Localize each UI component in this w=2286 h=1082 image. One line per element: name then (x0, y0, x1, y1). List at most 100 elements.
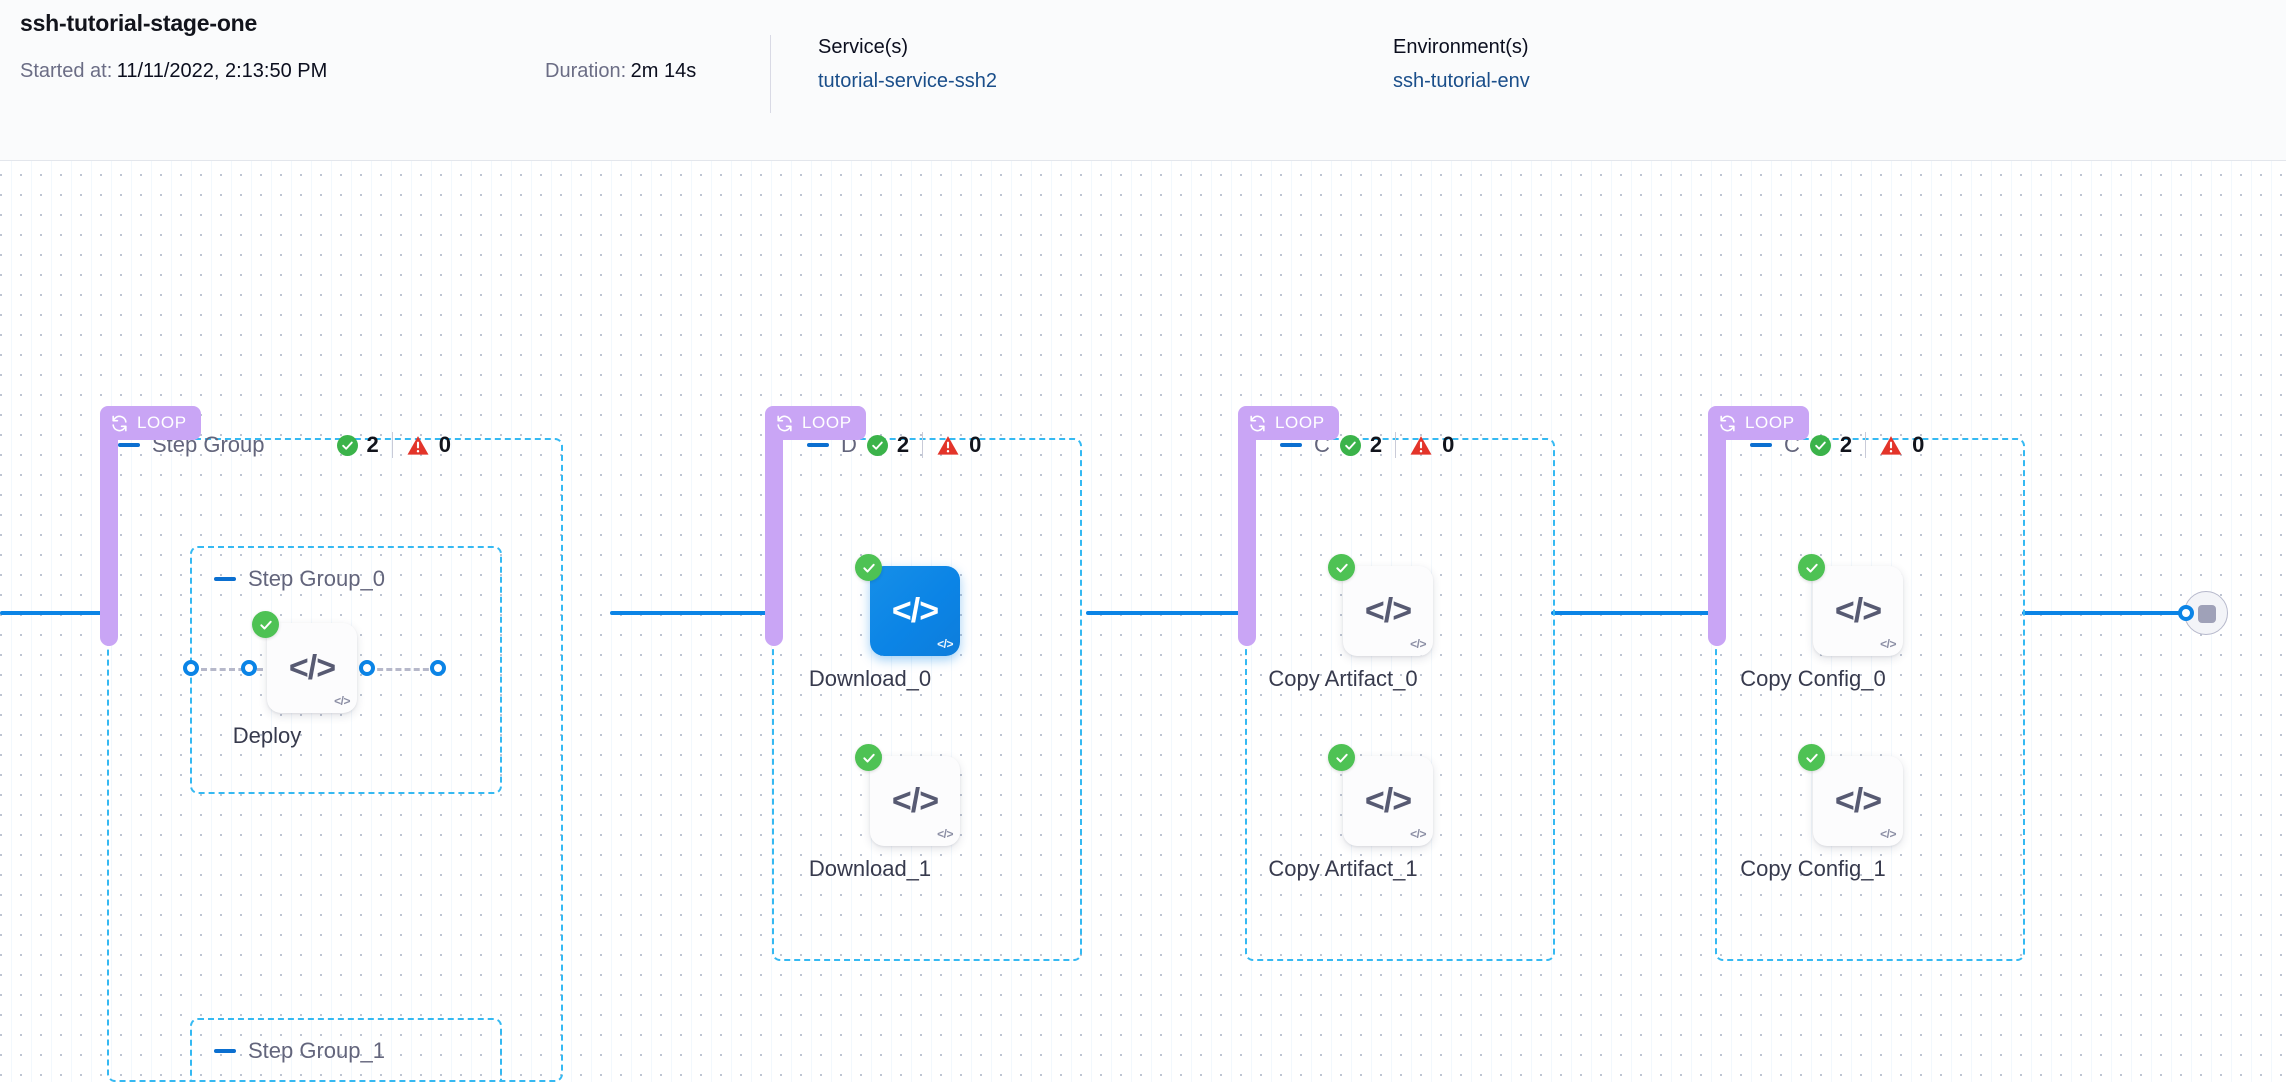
code-shell-icon: </> (891, 592, 939, 630)
collapse-toggle-icon[interactable] (214, 577, 236, 581)
group-status-counts: 2 0 (336, 432, 452, 458)
connector-rail-entry (0, 611, 108, 615)
environments-block: Environment(s) ssh-tutorial-env (1393, 36, 1530, 93)
loop-group-download[interactable]: LOOP D 2 0 </> (765, 406, 1095, 1006)
status-badge (1328, 744, 1355, 771)
connector-rail-2 (1086, 611, 1250, 615)
stage-header: ssh-tutorial-stage-one Started at: 11/11… (0, 0, 2286, 161)
collapse-toggle-icon[interactable] (214, 1049, 236, 1053)
status-badge (252, 611, 279, 638)
step-node-label: Copy Artifact_0 (1268, 666, 1418, 691)
loop-badge: LOOP (1238, 406, 1339, 440)
step-node-label: Deploy (232, 723, 302, 748)
warning-count: 0 (969, 432, 982, 457)
code-shell-icon: </> (1364, 592, 1412, 630)
success-count: 2 (1369, 432, 1383, 457)
started-at-value: 11/11/2022, 2:13:50 PM (116, 60, 328, 82)
sub-step-group-0-header[interactable]: Step Group_0 (214, 566, 385, 592)
stop-square-icon (2198, 605, 2216, 623)
step-node-card[interactable]: </> </> (870, 756, 960, 846)
started-at-label: Started at: (20, 60, 113, 82)
pipeline-canvas[interactable]: LOOP Step Group 2 0 (0, 161, 2286, 1082)
success-check-icon (866, 434, 888, 456)
warning-triangle-icon (407, 435, 429, 455)
step-node-label: Download_1 (808, 856, 932, 881)
service-link[interactable]: tutorial-service-ssh2 (818, 70, 997, 92)
step-node-card[interactable]: </> </> (267, 623, 357, 713)
code-type-badge-icon: </> (1880, 827, 1896, 841)
step-node-card[interactable]: </> </> (1813, 566, 1903, 656)
header-divider (770, 35, 771, 113)
group-header[interactable]: C 2 0 (1750, 432, 1924, 458)
code-type-badge-icon: </> (937, 637, 953, 651)
loop-side-bar (1238, 434, 1256, 646)
code-shell-icon: </> (891, 782, 939, 820)
code-type-badge-icon: </> (1410, 637, 1426, 651)
warning-count: 0 (438, 432, 452, 457)
code-type-badge-icon: </> (1410, 827, 1426, 841)
group-header[interactable]: D 2 0 (807, 432, 981, 458)
connector-rail-3 (1551, 611, 1713, 615)
step-node-label: Download_0 (808, 666, 932, 691)
connector-rail-1 (610, 611, 770, 615)
collapse-toggle-icon[interactable] (807, 443, 829, 447)
sub-step-group-1[interactable]: Step Group_1 </> </> (190, 1018, 502, 1082)
loop-badge-label: LOOP (802, 413, 852, 432)
code-shell-icon: </> (1834, 782, 1882, 820)
loop-group-step-group[interactable]: LOOP Step Group 2 0 (100, 406, 630, 1082)
code-type-badge-icon: </> (334, 694, 350, 708)
success-count: 2 (1839, 432, 1853, 457)
status-badge (855, 744, 882, 771)
sub-step-group-1-header[interactable]: Step Group_1 (214, 1038, 385, 1064)
sub-step-group-0-title: Step Group_0 (248, 566, 385, 591)
started-at: Started at: 11/11/2022, 2:13:50 PM (20, 60, 327, 83)
page-title: ssh-tutorial-stage-one (20, 10, 258, 36)
loop-badge-label: LOOP (1745, 413, 1795, 432)
sub-port-inner-left (241, 660, 257, 676)
code-shell-icon: </> (1834, 592, 1882, 630)
code-type-badge-icon: </> (1880, 637, 1896, 651)
step-node-label: Copy Config_0 (1740, 666, 1886, 691)
services-block: Service(s) tutorial-service-ssh2 (818, 36, 997, 93)
warning-triangle-icon (1880, 435, 1902, 455)
collapse-toggle-icon[interactable] (1280, 443, 1302, 447)
group-dashed-box (107, 438, 563, 1082)
count-divider (1395, 432, 1397, 458)
sub-step-group-0[interactable]: Step Group_0 </> </> Deploy (183, 546, 502, 794)
loop-arrows-icon (1250, 415, 1265, 431)
pipeline-end-node[interactable] (2184, 591, 2228, 635)
step-node-card[interactable]: </> </> (870, 566, 960, 656)
code-shell-icon: </> (288, 649, 336, 687)
dashed-link-right (368, 668, 438, 671)
loop-badge-label: LOOP (1275, 413, 1325, 432)
step-node-card[interactable]: </> </> (1343, 756, 1433, 846)
sub-port-outer-left (183, 660, 199, 676)
loop-group-copy-config[interactable]: LOOP C 2 0 </> (1708, 406, 2038, 1006)
success-check-icon (336, 434, 358, 456)
step-node-card[interactable]: </> </> (1343, 566, 1433, 656)
services-heading: Service(s) (818, 36, 909, 58)
loop-group-copy-artifact[interactable]: LOOP C 2 0 </> (1238, 406, 1568, 1006)
step-node-card[interactable]: </> </> (1813, 756, 1903, 846)
step-node-label: Copy Artifact_1 (1268, 856, 1418, 881)
duration: Duration: 2m 14s (545, 60, 696, 83)
warning-count: 0 (1442, 432, 1455, 457)
duration-label: Duration: (545, 60, 627, 82)
collapse-toggle-icon[interactable] (118, 443, 140, 447)
loop-badge: LOOP (1708, 406, 1809, 440)
warning-triangle-icon (1410, 435, 1432, 455)
loop-badge: LOOP (100, 406, 201, 440)
count-divider (1865, 432, 1867, 458)
sub-port-inner-right (359, 660, 375, 676)
status-badge (1328, 554, 1355, 581)
code-shell-icon: </> (1364, 782, 1412, 820)
group-dashed-box (1245, 438, 1555, 961)
warning-triangle-icon (937, 435, 959, 455)
collapse-toggle-icon[interactable] (1750, 443, 1772, 447)
group-header[interactable]: C 2 0 (1280, 432, 1454, 458)
group-dashed-box (1715, 438, 2025, 961)
status-badge (855, 554, 882, 581)
environment-link[interactable]: ssh-tutorial-env (1393, 70, 1530, 92)
connector-rail-exit (2022, 611, 2190, 615)
duration-value: 2m 14s (630, 60, 697, 82)
